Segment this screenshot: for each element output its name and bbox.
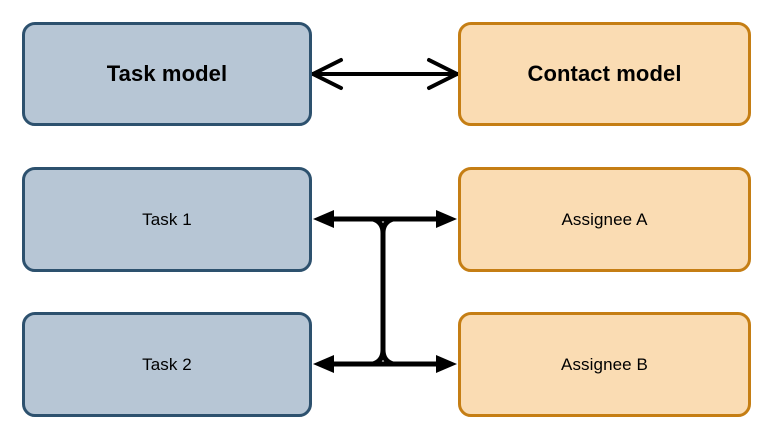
node-assignee-a-label: Assignee A <box>561 209 648 229</box>
node-task-1[interactable]: Task 1 <box>22 167 312 272</box>
node-task-2-label: Task 2 <box>142 354 192 374</box>
connector-task1-assignee-a <box>313 210 457 228</box>
node-assignee-b-label: Assignee B <box>561 354 648 374</box>
crows-foot-right-icon <box>427 58 459 90</box>
connector-model-relationship <box>311 58 459 90</box>
arrowhead-right-icon <box>436 210 457 228</box>
arrowhead-left-icon <box>313 210 334 228</box>
node-contact-model[interactable]: Contact model <box>458 22 751 126</box>
connector-task2-assignee-b <box>313 355 457 373</box>
node-assignee-a[interactable]: Assignee A <box>458 167 751 272</box>
node-task-2[interactable]: Task 2 <box>22 312 312 417</box>
connector-instance-spine <box>372 216 394 367</box>
node-assignee-b[interactable]: Assignee B <box>458 312 751 417</box>
arrowhead-left-icon <box>313 355 334 373</box>
node-contact-model-label: Contact model <box>527 61 682 87</box>
node-task-1-label: Task 1 <box>142 209 192 229</box>
crows-foot-left-icon <box>311 58 343 90</box>
arrowhead-right-icon <box>436 355 457 373</box>
node-task-model[interactable]: Task model <box>22 22 312 126</box>
node-task-model-label: Task model <box>106 61 228 87</box>
